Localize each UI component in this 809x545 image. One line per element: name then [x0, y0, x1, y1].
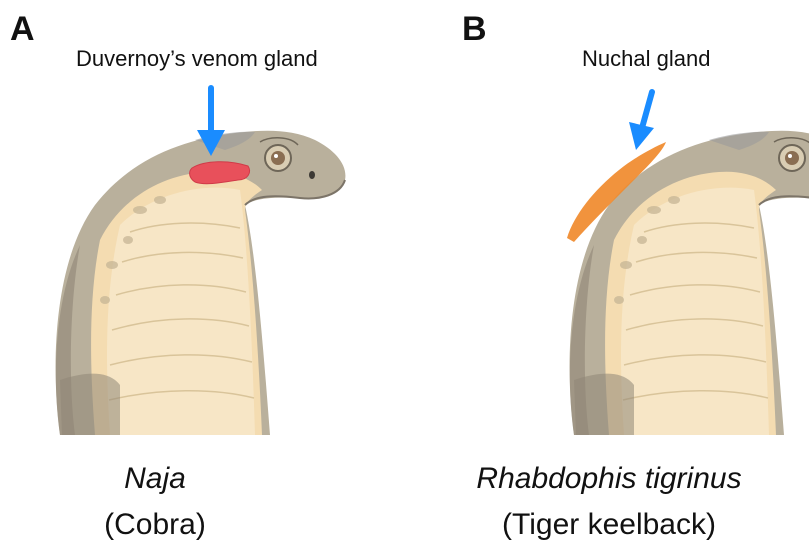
panel-letter-b: B [462, 10, 487, 49]
common-name-tiger-keelback: (Tiger keelback) [404, 508, 809, 542]
genus-label-rhabdophis: Rhabdophis tigrinus [404, 462, 809, 496]
panel-tiger-keelback: B Nuchal gland Rhabdophis tigrinus (Tige… [404, 0, 809, 545]
panel-letter-a: A [10, 10, 35, 49]
gland-label-duvernoy: Duvernoy’s venom gland [76, 46, 318, 72]
panel-cobra: A Duvernoy’s venom gland Naja (Cobra) [0, 0, 405, 545]
gland-label-nuchal: Nuchal gland [582, 46, 710, 72]
gland-arrow [629, 92, 654, 150]
common-name-cobra: (Cobra) [0, 508, 310, 542]
keelback-snake-head [570, 131, 809, 435]
genus-label-naja: Naja [0, 462, 310, 496]
